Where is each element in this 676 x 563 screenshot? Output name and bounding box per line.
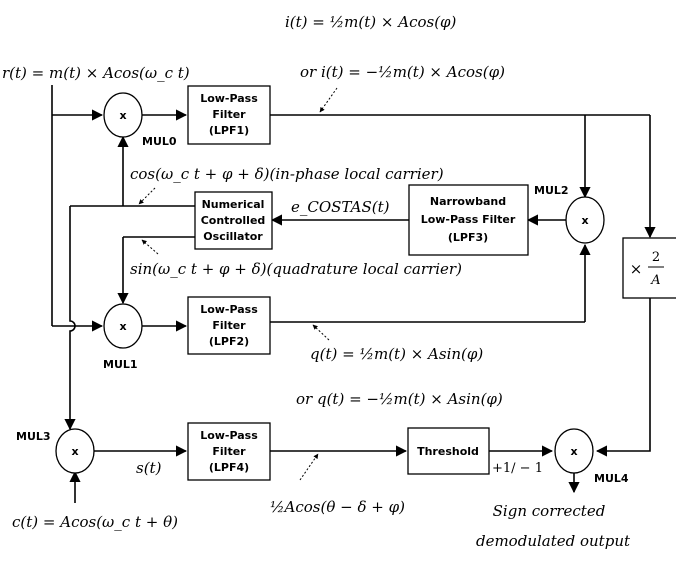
mul4-symbol: x: [570, 445, 577, 458]
mul2-symbol: x: [581, 214, 588, 227]
lpf1-line2: Filter: [212, 108, 246, 121]
gain-numerator: 2: [652, 250, 660, 265]
lpf4-output-label: ½Acos(θ − δ + φ): [270, 498, 405, 516]
pointer-q-eq: [312, 324, 330, 341]
gain-denominator: A: [650, 273, 660, 288]
pointer-lpf4-out: [299, 453, 319, 481]
i-equation-2: or i(t) = −½m(t) × Acos(φ): [300, 63, 505, 81]
lpf4-line1: Low-Pass: [200, 429, 258, 442]
block-lpf3: Narrowband Low-Pass Filter (LPF3): [408, 184, 529, 256]
pointer-cos: [138, 187, 156, 205]
gain-times: ×: [630, 260, 643, 278]
mul3: x MUL3: [16, 428, 95, 474]
mul2-label: MUL2: [534, 184, 569, 197]
mul3-symbol: x: [71, 445, 78, 458]
wire-cos-mul3: [64, 206, 76, 431]
block-threshold: Threshold: [407, 427, 490, 475]
mul4-label: MUL4: [594, 472, 629, 485]
lpf4-line2: Filter: [212, 445, 246, 458]
input-r-label: r(t) = m(t) × Acos(ω_c t): [2, 64, 190, 82]
nco-line1: Numerical: [202, 198, 265, 211]
block-lpf2: Low-Pass Filter (LPF2): [187, 296, 271, 355]
block-gain: × 2 A: [622, 237, 676, 299]
output-label-2: demodulated output: [476, 532, 631, 550]
lpf2-line3: (LPF2): [209, 335, 249, 348]
mul0-symbol: x: [119, 109, 126, 122]
q-equation-1: q(t) = ½m(t) × Asin(φ): [310, 345, 483, 363]
e-costas-label: e_COSTAS(t): [291, 198, 390, 216]
sin-carrier-label: sin(ω_c t + φ + δ)(quadrature local carr…: [130, 260, 462, 278]
i-equation-1: i(t) = ½m(t) × Acos(φ): [285, 13, 457, 31]
pointer-i-eq: [319, 87, 338, 113]
lpf2-line2: Filter: [212, 319, 246, 332]
block-lpf1: Low-Pass Filter (LPF1): [187, 85, 271, 145]
lpf1-line3: (LPF1): [209, 124, 249, 137]
mul2: x MUL2: [534, 184, 605, 244]
mul1-symbol: x: [119, 320, 126, 333]
nco-line2: Controlled: [201, 214, 266, 227]
mul3-label: MUL3: [16, 430, 51, 443]
lpf3-line2: Low-Pass Filter: [421, 213, 516, 226]
lpf1-line1: Low-Pass: [200, 92, 258, 105]
lpf3-line1: Narrowband: [430, 195, 506, 208]
mul1-label: MUL1: [103, 358, 138, 371]
q-equation-2: or q(t) = −½m(t) × Asin(φ): [296, 390, 503, 408]
mul1: x MUL1: [103, 303, 143, 371]
block-nco: Numerical Controlled Oscillator: [194, 191, 273, 250]
s-t-label: s(t): [136, 459, 162, 477]
c-t-label: c(t) = Acos(ω_c t + θ): [12, 513, 178, 531]
output-label-1: Sign corrected: [493, 502, 606, 520]
wire-gain-mul4: [595, 298, 651, 457]
mul0: x MUL0: [103, 92, 177, 148]
sign-label: +1/ − 1: [492, 461, 543, 476]
cos-carrier-label: cos(ω_c t + φ + δ)(in-phase local carrie…: [130, 165, 444, 183]
threshold-label: Threshold: [417, 445, 479, 458]
mul4: x MUL4: [554, 428, 629, 485]
nco-line3: Oscillator: [203, 230, 263, 243]
connections: [51, 85, 656, 503]
mul0-label: MUL0: [142, 135, 177, 148]
lpf2-line1: Low-Pass: [200, 303, 258, 316]
lpf4-line3: (LPF4): [209, 461, 249, 474]
pointer-sin: [141, 239, 159, 255]
block-lpf4: Low-Pass Filter (LPF4): [187, 422, 271, 481]
lpf3-line3: (LPF3): [448, 231, 488, 244]
